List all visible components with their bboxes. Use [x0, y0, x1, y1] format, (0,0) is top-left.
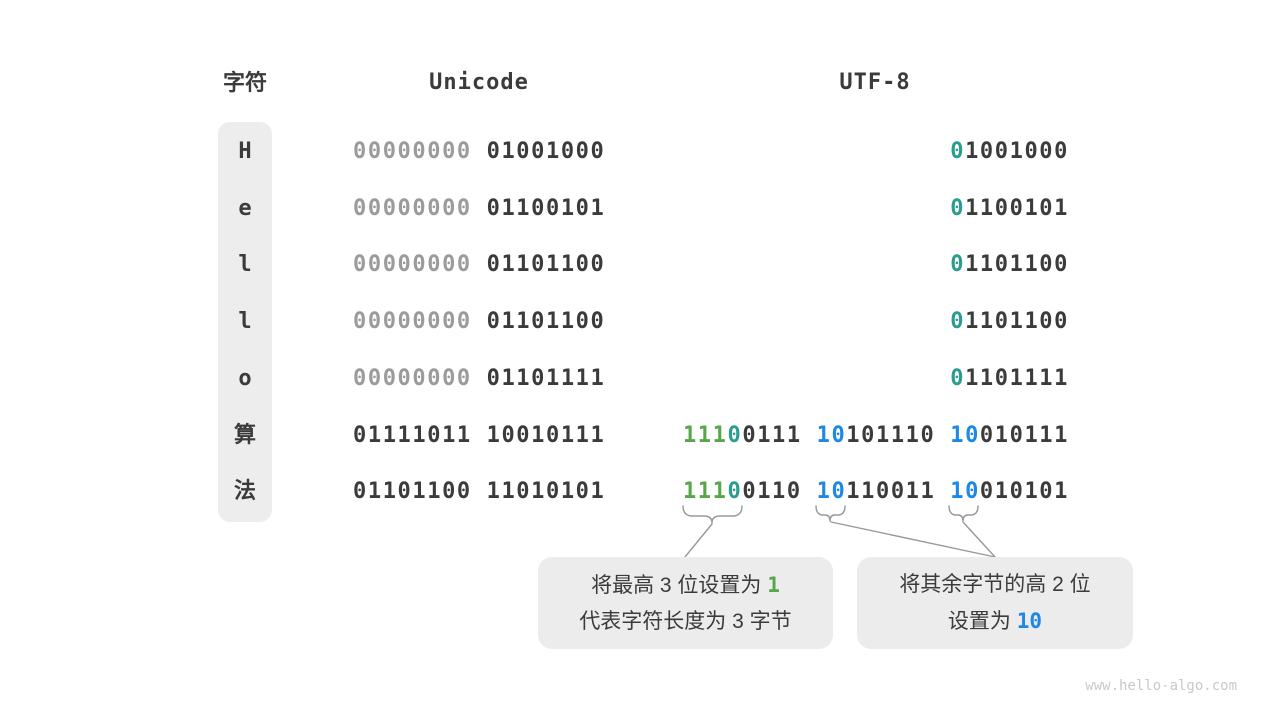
- bit-segment-teal: 0: [950, 309, 966, 334]
- brace-continuation-2: [948, 505, 979, 522]
- callout-3bit-line1: 将最高 3 位设置为 1: [591, 572, 780, 597]
- column-header-utf8: UTF-8: [839, 70, 911, 95]
- character-cell: 法: [233, 479, 256, 504]
- utf8-value: 01100101: [950, 197, 1069, 221]
- brace-continuation-1: [815, 505, 846, 522]
- connector-line-cont1: [830, 521, 996, 558]
- unicode-value: 00000000 01101100: [353, 310, 605, 334]
- highlight-bits-10: 10: [1016, 608, 1043, 633]
- bit-segment-blue: 10: [816, 479, 847, 504]
- unicode-value: 00000000 01101100: [353, 253, 605, 277]
- bit-segment-teal: 0: [950, 252, 966, 277]
- unicode-value: 00000000 01001000: [353, 140, 605, 164]
- character-cell: H: [238, 139, 252, 164]
- bit-segment-dark: 010101: [979, 479, 1069, 504]
- character-cell: l: [238, 252, 252, 277]
- bit-segment-dark: 1001000: [965, 139, 1069, 164]
- utf8-value: 01001000: [950, 140, 1069, 164]
- bit-segment-dark: 01101111: [471, 366, 606, 391]
- bit-segment-dark: 1101100: [965, 252, 1069, 277]
- bit-segment-dark: 1101100: [965, 309, 1069, 334]
- bit-segment-dark: 0110: [742, 479, 817, 504]
- character-column-background: [218, 122, 272, 522]
- bit-segment-dark: 01100101: [471, 196, 606, 221]
- utf8-value: 01101111: [950, 367, 1069, 391]
- bit-segment-green: 111: [682, 423, 728, 448]
- bit-segment-dark: 01101100: [471, 309, 606, 334]
- bit-segment-green: 111: [682, 479, 728, 504]
- callout-3bit-line2: 代表字符长度为 3 字节: [579, 609, 792, 633]
- utf8-value: 11100110 10110011 10010101: [683, 480, 1069, 504]
- bit-segment-gray: 00000000: [353, 366, 472, 391]
- bit-segment-dark: 01101100: [471, 252, 606, 277]
- utf8-value: 01101100: [950, 310, 1069, 334]
- character-cell: e: [238, 196, 252, 221]
- bit-segment-dark: 1100101: [965, 196, 1069, 221]
- bit-segment-dark: 01101100 11010101: [353, 479, 606, 504]
- bit-segment-dark: 01001000: [471, 139, 606, 164]
- bit-segment-dark: 101110: [846, 423, 951, 448]
- callout-cont-line1: 将其余字节的高 2 位: [899, 572, 1091, 596]
- bit-segment-dark: 01111011 10010111: [353, 423, 606, 448]
- utf8-value: 11100111 10101110 10010111: [683, 424, 1069, 448]
- bit-segment-blue: 10: [816, 423, 847, 448]
- bit-segment-teal: 0: [727, 423, 743, 448]
- column-header-unicode: Unicode: [429, 70, 529, 95]
- highlight-bit-1: 1: [767, 572, 780, 597]
- bit-segment-gray: 00000000: [353, 196, 472, 221]
- bit-segment-teal: 0: [950, 196, 966, 221]
- utf8-value: 01101100: [950, 253, 1069, 277]
- bit-segment-gray: 00000000: [353, 139, 472, 164]
- callout-3bit-rule: 将最高 3 位设置为 1 代表字符长度为 3 字节: [538, 557, 833, 649]
- bit-segment-dark: 0111: [742, 423, 817, 448]
- connector-line-cont2: [962, 521, 996, 558]
- bit-segment-gray: 00000000: [353, 252, 472, 277]
- bit-segment-teal: 0: [950, 366, 966, 391]
- column-header-char: 字符: [222, 70, 268, 95]
- watermark: www.hello-algo.com: [1085, 678, 1237, 694]
- bit-segment-blue: 10: [950, 423, 980, 448]
- bit-segment-blue: 10: [950, 479, 980, 504]
- unicode-value: 00000000 01101111: [353, 367, 605, 391]
- callout-cont-line2: 设置为 10: [947, 608, 1043, 633]
- bit-segment-teal: 0: [727, 479, 743, 504]
- bit-segment-dark: 110011: [846, 479, 951, 504]
- bit-segment-dark: 1101111: [965, 366, 1069, 391]
- unicode-value: 00000000 01100101: [353, 197, 605, 221]
- character-cell: o: [238, 366, 252, 391]
- bit-segment-gray: 00000000: [353, 309, 472, 334]
- bit-segment-dark: 010111: [979, 423, 1069, 448]
- brace-3bit-prefix: [682, 505, 743, 524]
- character-cell: 算: [233, 423, 256, 448]
- bit-segment-teal: 0: [950, 139, 966, 164]
- unicode-value: 01111011 10010111: [353, 424, 605, 448]
- unicode-value: 01101100 11010101: [353, 480, 605, 504]
- connector-line-prefix: [684, 523, 713, 558]
- callout-continuation-rule: 将其余字节的高 2 位 设置为 10: [857, 557, 1133, 649]
- character-cell: l: [238, 309, 252, 334]
